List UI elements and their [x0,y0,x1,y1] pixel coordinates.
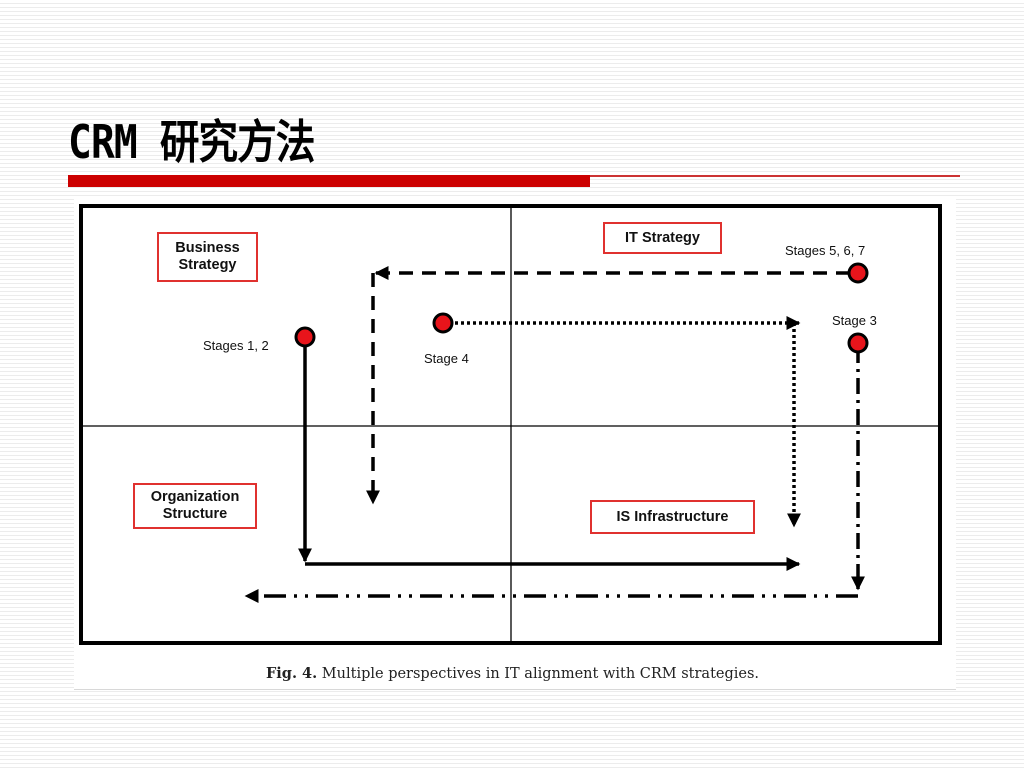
stage-4-marker [432,312,454,334]
figure-caption: Fig. 4. Multiple perspectives in IT alig… [266,665,759,682]
it-strategy-label: IT Strategy [603,222,722,254]
stages-5-6-7-label: Stages 5, 6, 7 [785,243,866,258]
is-infrastructure-label: IS Infrastructure [590,500,755,534]
stages-1-2-marker [294,326,316,348]
stages-5-6-7-marker [847,262,869,284]
caption-rule [74,689,956,690]
title-accent-bar [68,175,590,187]
title-rule [590,175,960,177]
stage-3-label: Stage 3 [832,313,877,328]
stage-4-label: Stage 4 [424,351,469,366]
figure-panel: Business Strategy IT Strategy Organizati… [74,197,956,691]
alignment-diagram [79,204,942,645]
business-strategy-label: Business Strategy [157,232,258,282]
stages-1-2-label: Stages 1, 2 [203,338,269,353]
slide-title: CRM 研究方法 [68,115,315,169]
figure-caption-text: Multiple perspectives in IT alignment wi… [317,666,760,682]
stage-3-marker [847,332,869,354]
organization-structure-label: Organization Structure [133,483,257,529]
figure-number: Fig. 4. [266,665,318,682]
